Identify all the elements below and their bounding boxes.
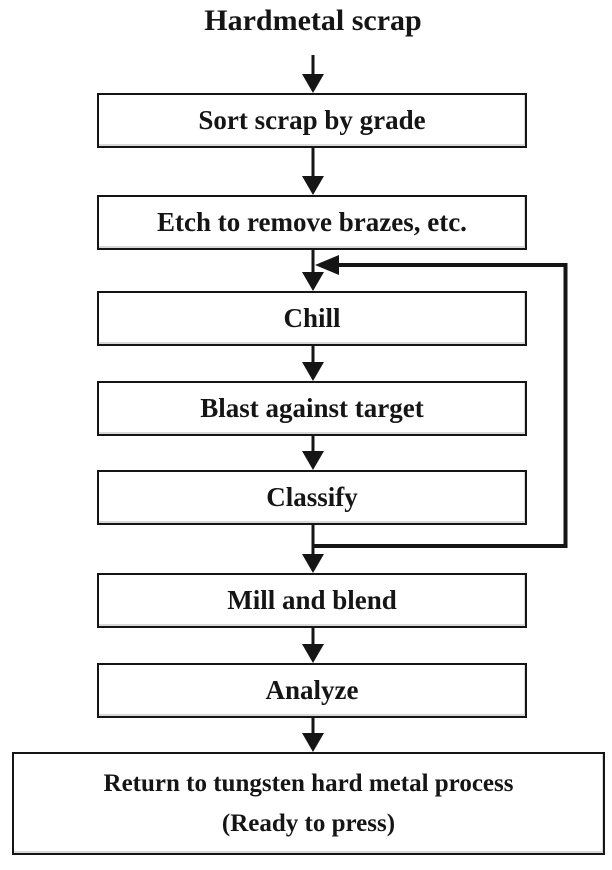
flowchart-title: Hardmetal scrap (204, 4, 422, 37)
node-etch: Etch to remove brazes, etc. (97, 195, 527, 250)
feedback-loop-classify-to-chill (313, 255, 568, 548)
node-classify: Classify (97, 470, 527, 525)
arrow-sort-to-etch (302, 148, 324, 195)
node-chill: Chill (97, 291, 527, 346)
node-return-label-line1: Return to tungsten hard metal process (103, 769, 514, 797)
arrow-analyze-to-return (302, 718, 324, 752)
node-chill-label: Chill (283, 303, 341, 333)
node-classify-label: Classify (266, 482, 358, 512)
node-blast: Blast against target (97, 381, 527, 436)
arrow-chill-to-blast (302, 346, 324, 381)
node-sort: Sort scrap by grade (97, 93, 527, 148)
arrow-classify-to-mill (302, 525, 324, 573)
node-mill: Mill and blend (97, 573, 527, 628)
arrow-etch-to-chill (302, 250, 324, 291)
node-return-label-line2: (Ready to press) (221, 809, 396, 837)
arrow-mill-to-analyze (302, 628, 324, 663)
node-etch-label: Etch to remove brazes, etc. (157, 207, 467, 237)
node-analyze-label: Analyze (265, 675, 359, 705)
node-return: Return to tungsten hard metal process (R… (12, 752, 605, 855)
node-blast-label: Blast against target (200, 393, 424, 423)
arrow-start-to-sort (302, 55, 324, 93)
arrow-blast-to-classify (302, 436, 324, 470)
node-analyze: Analyze (97, 663, 527, 718)
node-mill-label: Mill and blend (227, 585, 397, 615)
node-sort-label: Sort scrap by grade (198, 105, 426, 135)
